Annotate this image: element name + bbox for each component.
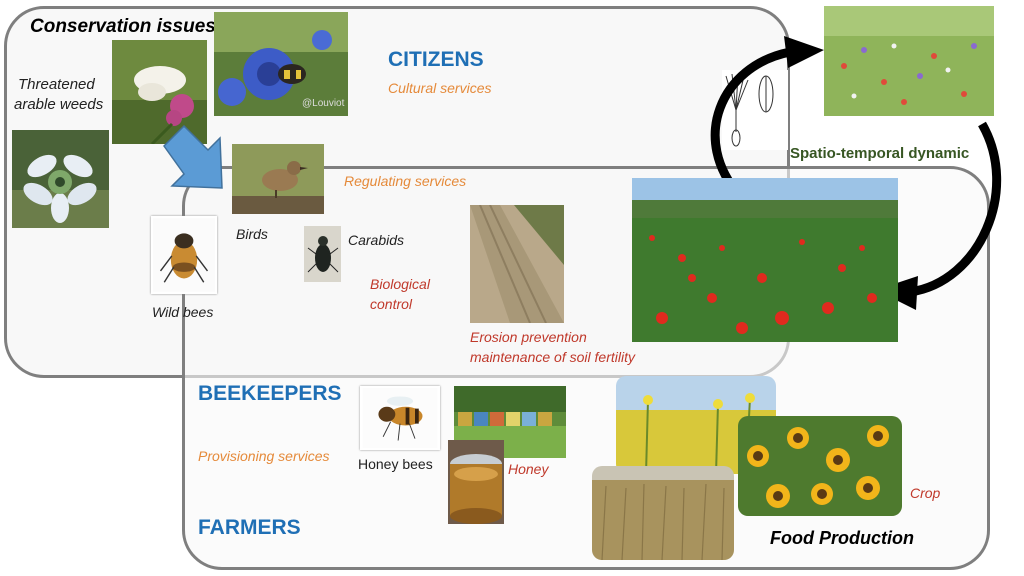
- butterfly-photo: [112, 40, 207, 144]
- conservation-issues-title: Conservation issues: [30, 16, 216, 37]
- citizens-heading: CITIZENS: [388, 48, 484, 71]
- farmers-heading: FARMERS: [198, 516, 301, 539]
- carabids-label: Carabids: [348, 232, 405, 248]
- beekeepers-heading: BEEKEEPERS: [198, 382, 342, 405]
- photo-credit: @Louviot: [302, 98, 345, 109]
- threatened-weeds-label-2: arable weeds: [14, 96, 104, 113]
- erosion-label-2: maintenance of soil fertility: [470, 349, 635, 365]
- carabid-photo: [304, 226, 341, 282]
- biological-control-label-1: Biological: [370, 276, 430, 292]
- wild-bees-label: Wild bees: [152, 304, 214, 320]
- threatened-weeds-label-1: Threatened: [18, 76, 95, 93]
- honey-bee-photo: [360, 386, 440, 450]
- food-production-label: Food Production: [770, 528, 914, 548]
- sunflower-photo: [738, 416, 902, 516]
- spatio-temporal-label: Spatio-temporal dynamic: [790, 145, 970, 162]
- white-flower-photo: [12, 130, 109, 228]
- bird-photo: [232, 144, 324, 214]
- honey-bees-label: Honey bees: [358, 456, 433, 472]
- soil-field-photo: [470, 205, 564, 323]
- poppy-field-photo: [632, 178, 898, 342]
- provisioning-services-label: Provisioning services: [198, 448, 330, 464]
- birds-label: Birds: [236, 226, 268, 242]
- erosion-label-1: Erosion prevention: [470, 329, 587, 345]
- cultural-services-label: Cultural services: [388, 80, 492, 96]
- crop-label: Crop: [910, 485, 941, 501]
- regulating-services-label: Regulating services: [344, 173, 467, 189]
- cornflower-bee-photo: @Louviot: [214, 12, 348, 116]
- flower-meadow-photo: [824, 6, 994, 116]
- blue-arrow-icon: [163, 124, 223, 189]
- wheat-field-photo: [592, 466, 734, 560]
- biological-control-label-2: control: [370, 296, 413, 312]
- honey-label: Honey: [508, 461, 549, 477]
- wild-bee-photo: [151, 216, 217, 294]
- honey-jar-photo: [448, 440, 504, 524]
